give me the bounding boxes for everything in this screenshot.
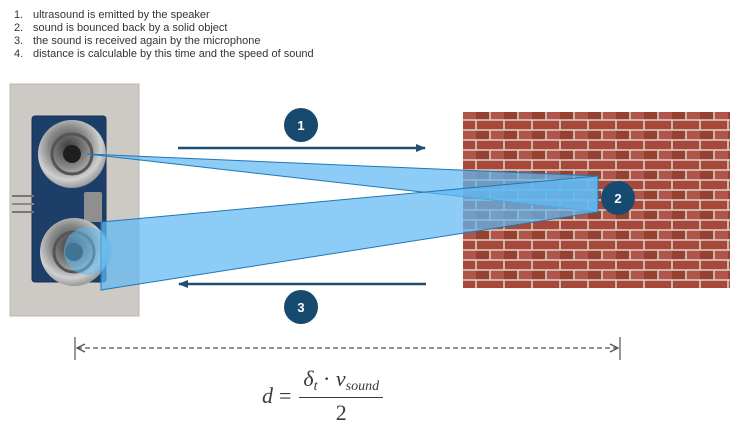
svg-text:1: 1 bbox=[297, 118, 304, 133]
formula-numerator: δt · vsound bbox=[299, 366, 384, 398]
steps-list: 1.ultrasound is emitted by the speaker 2… bbox=[14, 9, 314, 61]
step-marker-3: 3 bbox=[284, 290, 318, 324]
step-marker-1: 1 bbox=[284, 108, 318, 142]
step-marker-2: 2 bbox=[601, 181, 635, 215]
formula-equals: = bbox=[279, 383, 292, 408]
formula-denominator: 2 bbox=[335, 400, 347, 425]
reflected-beam bbox=[100, 175, 599, 291]
step-2: 2.sound is bounced back by a solid objec… bbox=[14, 22, 228, 34]
step-4: 4.distance is calculable by this time an… bbox=[14, 48, 314, 60]
step-1: 1.ultrasound is emitted by the speaker bbox=[14, 9, 210, 21]
formula-fraction: δt · vsound 2 bbox=[299, 366, 384, 426]
distance-formula: d = δt · vsound 2 bbox=[262, 366, 384, 426]
svg-text:2: 2 bbox=[614, 191, 621, 206]
svg-text:3: 3 bbox=[297, 300, 304, 315]
step-3: 3.the sound is received again by the mic… bbox=[14, 35, 261, 47]
distance-dimension bbox=[74, 337, 621, 360]
formula-lhs: d bbox=[262, 383, 273, 408]
receiver-glow bbox=[64, 227, 112, 275]
